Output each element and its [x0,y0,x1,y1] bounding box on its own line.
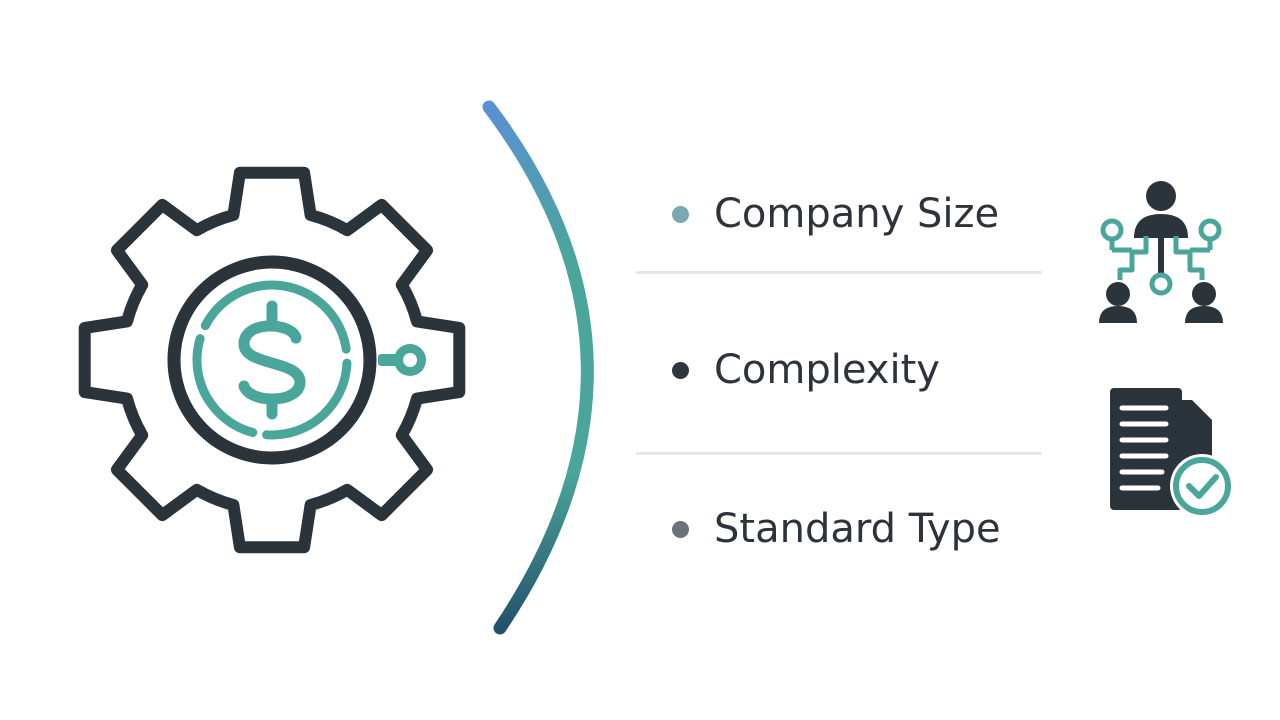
gear-knob [378,344,426,376]
item-label: Standard Type [714,506,1001,552]
bullet-dot [672,205,689,223]
divider [636,271,1042,274]
bullet-dot [672,520,689,538]
list-item-complexity: Complexity [672,340,940,400]
item-label: Complexity [714,347,940,393]
bullet-dot [672,361,689,379]
item-label: Company Size [714,191,1000,237]
list-item-company-size: Company Size [672,184,999,244]
dollar-sign [238,300,306,420]
list-item-standard-type: Standard Type [672,499,1001,559]
coin-ring [192,280,352,440]
divider [636,452,1042,455]
